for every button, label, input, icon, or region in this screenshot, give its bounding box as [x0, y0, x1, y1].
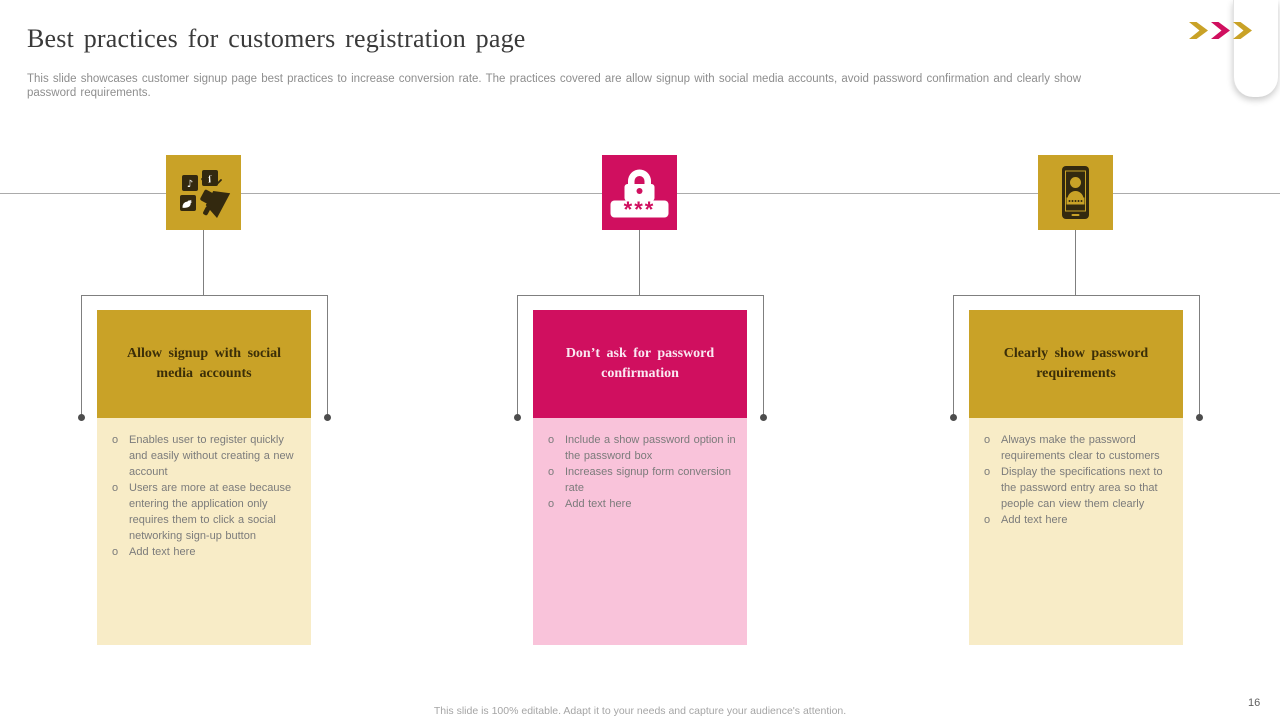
list-item: o Increases signup form conversion rate [548, 464, 737, 496]
bullet-text: Add text here [129, 546, 196, 558]
bullet-text: Users are more at ease because entering … [129, 482, 292, 542]
list-item: o Add text here [548, 496, 737, 512]
lock-shackle [628, 169, 651, 186]
bullet-text: Add text here [1001, 514, 1068, 526]
social-media-signup-icon: ♪ f [166, 155, 241, 230]
connector-line [639, 230, 640, 295]
bullet-marker: o [548, 434, 555, 446]
bullet-text: Enables user to register quickly and eas… [129, 434, 294, 478]
bullet-text: Increases signup form conversion rate [565, 466, 731, 494]
editable-note: This slide is 100% editable. Adapt it to… [433, 705, 847, 717]
list-item: o Enables user to register quickly and e… [112, 432, 301, 480]
svg-text:♪: ♪ [187, 179, 193, 190]
page-title: Best practices for customers registratio… [27, 24, 526, 53]
bullet-marker: o [112, 482, 119, 494]
bracket-end-dot [78, 414, 85, 421]
bullet-text: Always make the password requirements cl… [1001, 434, 1160, 462]
facebook-icon [202, 170, 218, 186]
chevron-glyph [1211, 22, 1230, 39]
bracket-end-dot [324, 414, 331, 421]
bracket-end-dot [514, 414, 521, 421]
practice-details-panel: o Always make the password requirements … [969, 418, 1183, 645]
slide-subtitle: This slide showcases customer signup pag… [27, 73, 1081, 99]
chevron-right-icon [1211, 22, 1230, 39]
bullet-marker: o [112, 434, 119, 446]
twitter-bird-glyph [182, 199, 193, 208]
chevron-glyph [1189, 22, 1208, 39]
list-item: o Add text here [984, 512, 1173, 528]
bracket-end-dot [950, 414, 957, 421]
page-number: 16 [1248, 697, 1261, 709]
lock-keyhole [636, 188, 643, 194]
bullet-text: Display the specifications next to the p… [1001, 466, 1163, 510]
list-item: o Always make the password requirements … [984, 432, 1173, 464]
chevron-glyph [1233, 22, 1252, 39]
social-media-icon-art: ♪ f [180, 170, 231, 218]
phone-registration-icon-art [1062, 166, 1089, 219]
bracket-connector [950, 295, 1203, 421]
phone-registration-icon [1038, 155, 1113, 230]
bullet-marker: o [984, 514, 991, 526]
practice-details-panel: o Include a show password option in the … [533, 418, 747, 645]
practice-header: Allow signup with social media accounts [97, 310, 311, 418]
list-item: o Include a show password option in the … [548, 432, 737, 464]
bullet-text: Add text here [565, 498, 632, 510]
practice-header: Clearly show password requirements [969, 310, 1183, 418]
user-avatar-shoulders [1067, 191, 1084, 199]
tiktok-icon [182, 175, 198, 191]
bullet-marker: o [548, 498, 555, 510]
practice-header: Don’t ask for password confirmation [533, 310, 747, 418]
list-item: o Users are more at ease because enterin… [112, 480, 301, 544]
chevron-right-icon [1233, 22, 1252, 39]
bracket-connector [514, 295, 767, 421]
bracket-end-dot [1196, 414, 1203, 421]
bullet-marker: o [548, 466, 555, 478]
corner-tab-shape [1233, 0, 1278, 97]
password-lock-icon-art: *** [610, 169, 669, 222]
megaphone-icon [200, 175, 231, 218]
chevron-right-icon [1189, 22, 1208, 39]
svg-text:f: f [208, 174, 212, 186]
bracket-end-dot [760, 414, 767, 421]
phone-home-button [1071, 214, 1080, 216]
password-field [610, 200, 669, 218]
list-item: o Add text here [112, 544, 301, 560]
phone-screen [1065, 170, 1086, 212]
connector-line [1075, 230, 1076, 295]
bullet-marker: o [112, 546, 119, 558]
bullet-marker: o [984, 434, 991, 446]
list-item: o Display the specifications next to the… [984, 464, 1173, 512]
connector-line [203, 230, 204, 295]
practice-details-panel: o Enables user to register quickly and e… [97, 418, 311, 645]
bracket-connector [78, 295, 331, 421]
password-asterisks: *** [624, 197, 656, 222]
user-avatar-head [1070, 177, 1081, 188]
password-lock-icon: *** [602, 155, 677, 230]
bullet-marker: o [984, 466, 991, 478]
bullet-text: Include a show password option in the pa… [565, 434, 736, 462]
